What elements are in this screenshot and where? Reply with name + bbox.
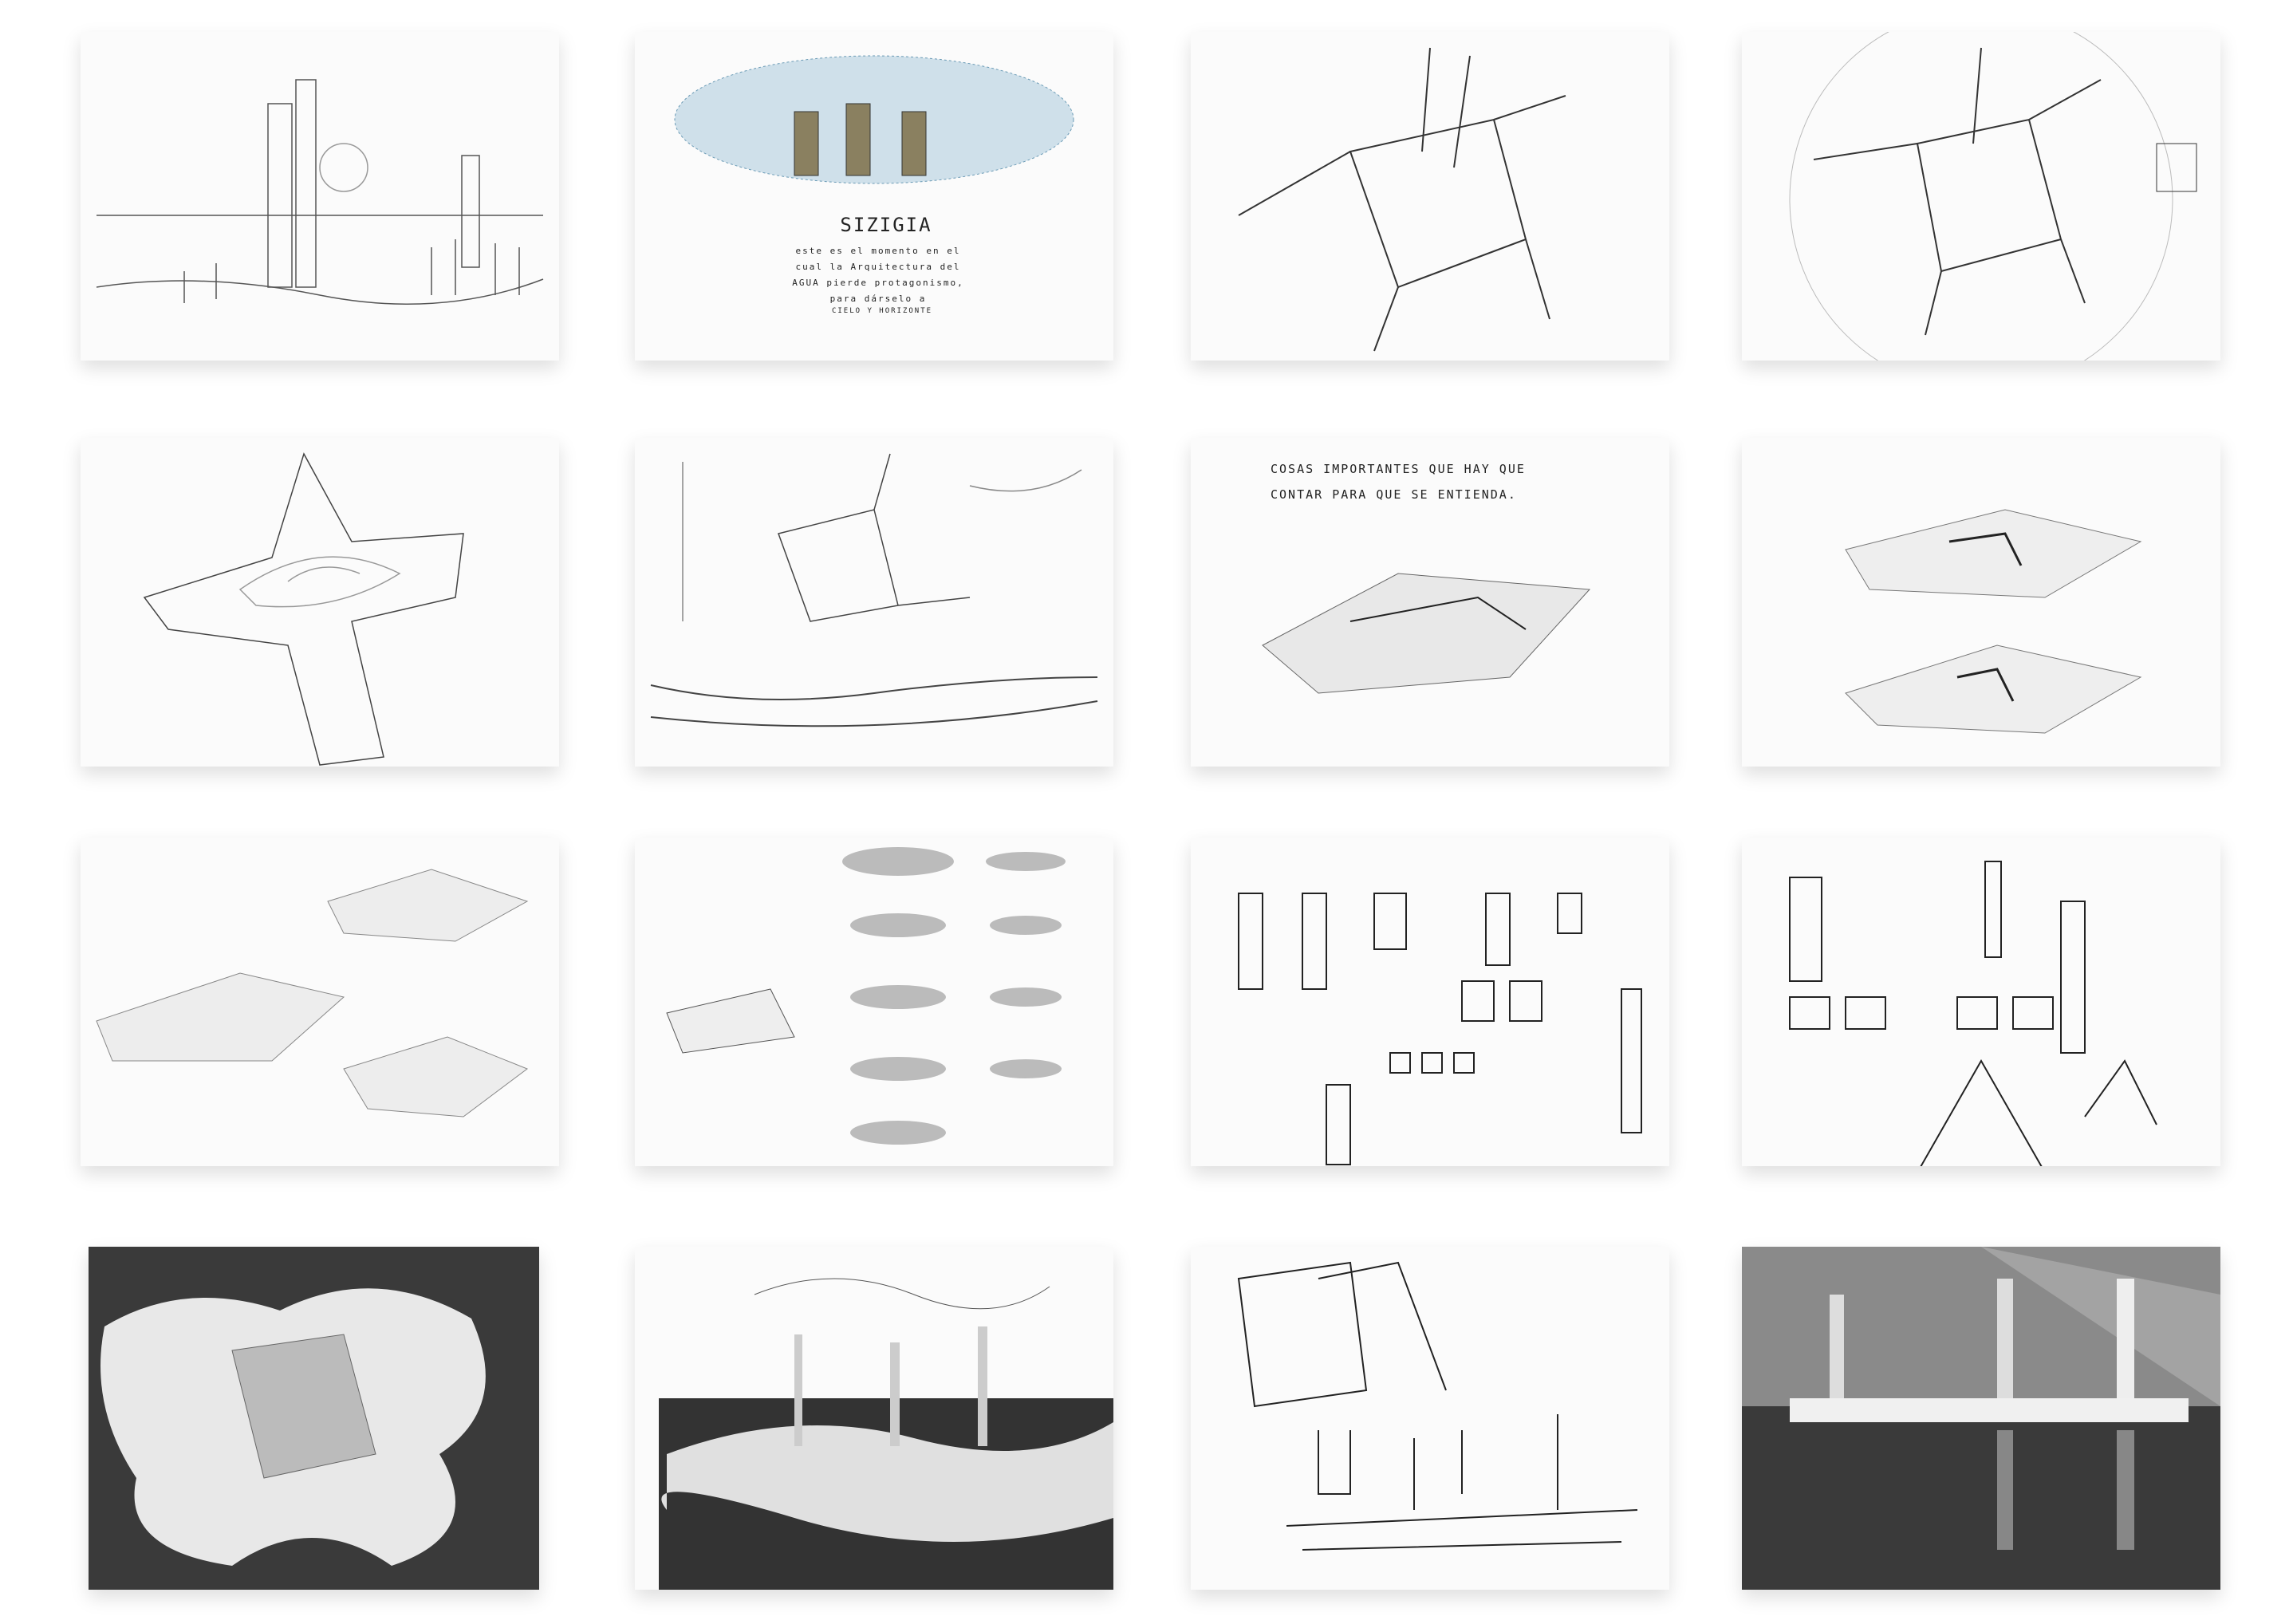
terrain-series-drawing [666,847,1066,1145]
tree-canopy-drawing [674,55,1074,184]
sketch-panel-plan-2[interactable] [1742,32,2220,361]
heading-line-1: COSAS IMPORTANTES QUE HAY QUE [1271,462,1526,476]
plan-section-drawing [650,453,1098,727]
sketch-panel-terrain-two[interactable] [1742,438,2220,767]
plan-circle-drawing [1789,32,2197,361]
sketch-panel-plan-section[interactable] [635,438,1113,767]
terrain-drawing [1262,573,1591,694]
sheet-signature: CIELO Y HORIZONTE [831,307,933,315]
model-photo [100,1288,486,1566]
sketch-panel-tower-studies-1[interactable] [1191,838,1669,1166]
terrain-diagrams-drawing [96,869,529,1117]
sketch-panel-terrain-diagrams[interactable] [81,838,559,1166]
elevation-drawing [96,79,544,305]
sketch-panel-terrain-series[interactable] [635,838,1113,1166]
heading-line-2: CONTAR PARA QUE SE ENTIENDA. [1271,487,1517,502]
sketch-panel-important-things[interactable]: COSAS IMPORTANTES QUE HAY QUE CONTAR PAR… [1191,438,1669,767]
sketch-panel-title-sheet[interactable]: SIZIGIA este es el momento en el cual la… [635,32,1113,361]
photo-panel-model-plan[interactable] [89,1247,539,1590]
sketch-panel-perspective[interactable] [1191,1247,1669,1590]
sketch-panel-plan-1[interactable] [1191,32,1669,361]
sketch-panel-elevation[interactable] [81,32,559,361]
sheet-text: este es el momento en el cual la Arquite… [792,246,964,304]
contour-plan-drawing [143,452,464,766]
terrain-pair-drawing [1845,509,2142,734]
photo-panel-model-perspective[interactable] [635,1247,1113,1590]
tower-studies-drawing [1238,893,1642,1165]
photo-panel-model-reflection[interactable] [1742,1247,2220,1590]
sketch-panel-contour-plan[interactable] [81,438,559,767]
model-perspective-photo [659,1278,1113,1590]
sketch-panel-tower-studies-2[interactable] [1742,838,2220,1166]
tower-studies-drawing-2 [1789,861,2157,1166]
model-reflection-photo [1742,1247,2220,1590]
perspective-sketch [1237,1261,1638,1551]
sheet-title: SIZIGIA [840,214,932,236]
plan-drawing [1238,47,1566,352]
